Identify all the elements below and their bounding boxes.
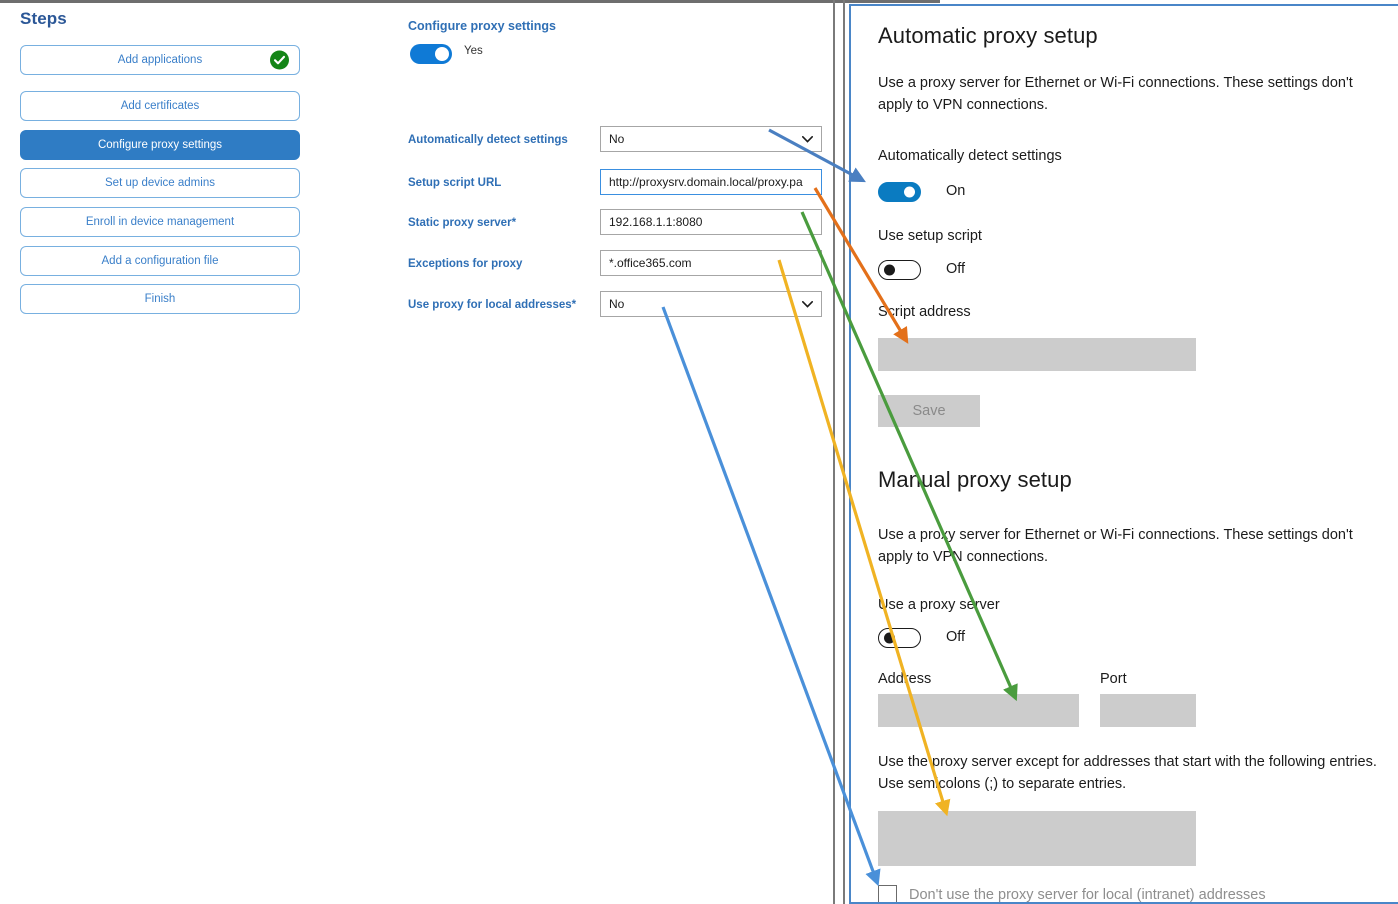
use-setup-script-state: Off (946, 261, 966, 277)
step-item-finish[interactable]: Finish (20, 284, 300, 314)
configure-proxy-settings-toggle-value: Yes (464, 45, 483, 57)
automatically-detect-settings-toggle[interactable] (878, 182, 921, 202)
toggle-knob (904, 186, 915, 198)
windows-proxy-settings-panel: Automatic proxy setup Use a proxy server… (849, 4, 1398, 904)
use-a-proxy-server-toggle[interactable] (878, 628, 921, 648)
step-label: Configure proxy settings (97, 139, 222, 151)
chevron-down-icon (802, 301, 813, 308)
use-proxy-for-local-addresses-select[interactable]: No (600, 291, 822, 317)
automatic-proxy-setup-description: Use a proxy server for Ethernet or Wi-Fi… (878, 75, 1353, 113)
field-label: Setup script URL (408, 177, 502, 189)
use-setup-script-toggle[interactable] (878, 260, 921, 280)
step-item-set-up-device-admins[interactable]: Set up device admins (20, 168, 300, 198)
step-label: Set up device admins (105, 177, 215, 189)
field-label: Static proxy server* (408, 217, 517, 229)
exceptions-input[interactable] (878, 811, 1196, 866)
step-label: Add applications (117, 54, 203, 66)
step-label: Enroll in device management (85, 216, 235, 228)
check-circle-icon (270, 50, 289, 70)
input-value: 192.168.1.1:8080 (609, 215, 703, 229)
bypass-local-addresses-checkbox[interactable] (878, 885, 897, 902)
port-label: Port (1100, 671, 1127, 687)
step-label: Finish (144, 293, 176, 305)
address-input[interactable] (878, 694, 1079, 727)
step-item-enroll-in-device-management[interactable]: Enroll in device management (20, 207, 300, 237)
manual-proxy-setup-heading: Manual proxy setup (878, 467, 1072, 492)
save-button[interactable]: Save (878, 395, 980, 427)
exceptions-for-proxy-input[interactable]: *.office365.com (600, 250, 822, 276)
field-label: Automatically detect settings (408, 134, 568, 146)
setup-script-url-input[interactable]: http://proxysrv.domain.local/proxy.pa (600, 169, 822, 195)
required-marker: * (511, 217, 517, 229)
proxy-form-panel: Configure proxy settings Yes Automatical… (400, 0, 830, 904)
top-divider-rule (0, 0, 940, 3)
address-label: Address (878, 671, 932, 687)
input-value: *.office365.com (609, 256, 692, 270)
automatically-detect-settings-state: On (946, 183, 966, 199)
select-value: No (609, 297, 625, 311)
use-a-proxy-server-state: Off (946, 629, 966, 645)
toggle-knob (884, 264, 895, 276)
vertical-divider-right (843, 0, 845, 904)
vertical-divider-left (833, 0, 835, 904)
step-item-add-applications[interactable]: Add applications (20, 45, 300, 75)
manual-proxy-setup-description: Use a proxy server for Ethernet or Wi-Fi… (878, 527, 1353, 565)
toggle-knob (884, 632, 895, 644)
chevron-down-icon (802, 136, 813, 143)
select-value: No (609, 132, 625, 146)
automatically-detect-settings-label: Automatically detect settings (878, 148, 1062, 164)
use-a-proxy-server-label: Use a proxy server (878, 597, 1000, 613)
port-input[interactable] (1100, 694, 1196, 727)
step-item-configure-proxy-settings[interactable]: Configure proxy settings (20, 130, 300, 160)
field-label: Exceptions for proxy (408, 258, 523, 270)
bypass-local-addresses-label: Don't use the proxy server for local (in… (909, 887, 1266, 903)
input-value: http://proxysrv.domain.local/proxy.pa (609, 175, 803, 189)
script-address-label: Script address (878, 304, 971, 320)
automatically-detect-settings-select[interactable]: No (600, 126, 822, 152)
step-label: Add certificates (120, 100, 200, 112)
script-address-input[interactable] (878, 338, 1196, 371)
configure-proxy-settings-toggle[interactable] (410, 44, 452, 64)
use-setup-script-label: Use setup script (878, 228, 982, 244)
required-marker: * (571, 299, 577, 311)
step-item-add-a-configuration-file[interactable]: Add a configuration file (20, 246, 300, 276)
steps-title: Steps (20, 9, 67, 28)
exceptions-description: Use the proxy server except for addresse… (878, 754, 1377, 792)
automatic-proxy-setup-heading: Automatic proxy setup (878, 23, 1098, 48)
step-item-add-certificates[interactable]: Add certificates (20, 91, 300, 121)
step-label: Add a configuration file (101, 255, 219, 267)
static-proxy-server-input[interactable]: 192.168.1.1:8080 (600, 209, 822, 235)
field-label: Use proxy for local addresses* (408, 299, 577, 311)
toggle-knob (435, 47, 449, 61)
form-heading: Configure proxy settings (408, 19, 556, 33)
